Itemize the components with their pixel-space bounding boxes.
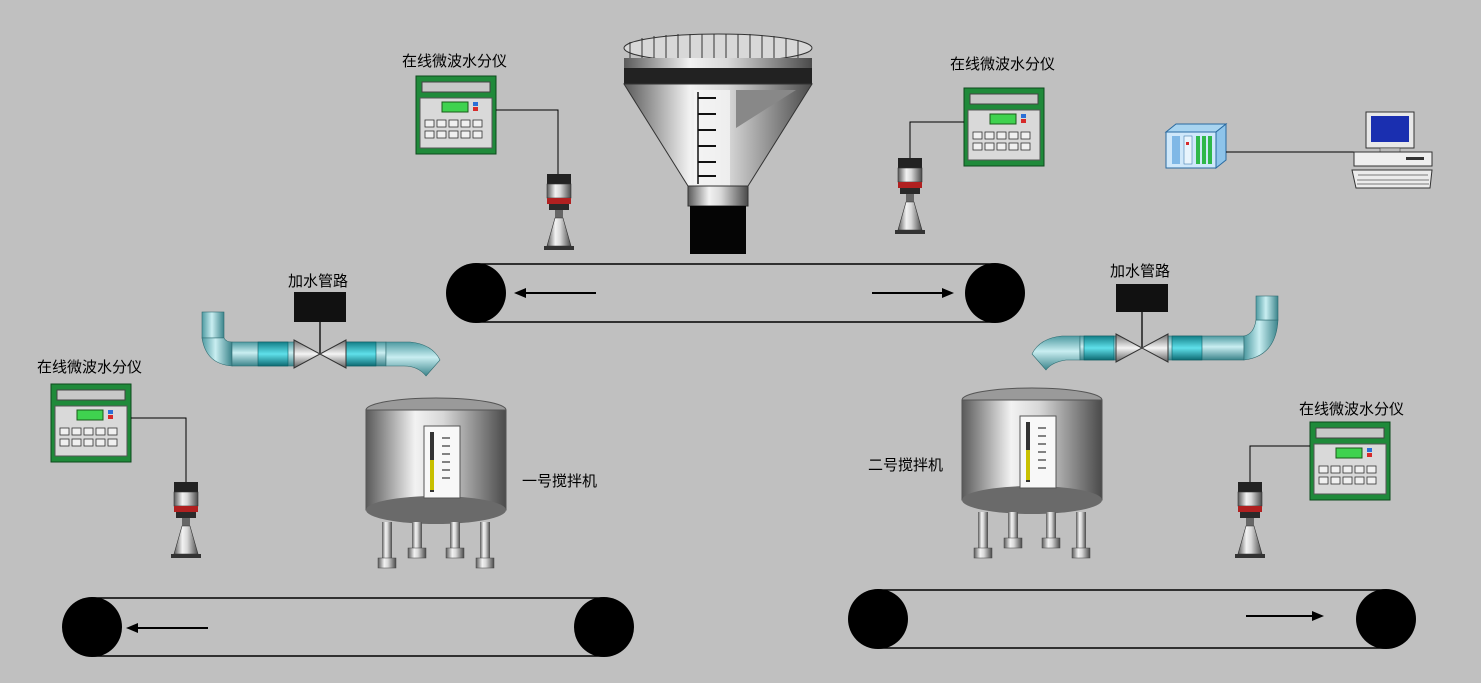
water-pipe-right	[1031, 295, 1279, 371]
valve-icon	[293, 292, 347, 369]
water-pipe-left	[201, 311, 441, 377]
computer-icon	[1351, 111, 1433, 189]
top-belt-conveyor	[446, 263, 1025, 323]
analyzer-top-right	[909, 87, 1045, 167]
plc-icon	[1164, 122, 1228, 170]
mixer-label-2: 二号搅拌机	[868, 456, 944, 474]
analyzer-bottom-right	[1249, 421, 1391, 501]
microwave-sensor-icon	[170, 481, 202, 559]
analyzer-label-top-left: 在线微波水分仪	[402, 52, 508, 70]
microwave-sensor-icon	[1234, 481, 1266, 559]
bottom-right-belt-conveyor	[848, 589, 1416, 649]
analyzer-label-bottom-right: 在线微波水分仪	[1299, 400, 1405, 418]
bottom-left-belt-conveyor	[62, 597, 634, 657]
hopper-icon	[623, 33, 813, 254]
valve-icon	[1115, 284, 1169, 363]
water-pipe-label-left: 加水管路	[288, 272, 349, 290]
mixer-icon	[365, 397, 507, 569]
water-pipe-label-right: 加水管路	[1110, 262, 1171, 280]
analyzer-label-top-right: 在线微波水分仪	[950, 55, 1056, 73]
mixer-label-1: 一号搅拌机	[522, 472, 598, 490]
analyzer-bottom-left	[50, 383, 187, 482]
microwave-sensor-icon	[894, 157, 926, 235]
analyzer-label-bottom-left: 在线微波水分仪	[37, 358, 143, 376]
microwave-sensor-icon	[543, 173, 575, 251]
mixer-icon	[961, 387, 1103, 559]
analyzer-top-left	[415, 75, 559, 174]
